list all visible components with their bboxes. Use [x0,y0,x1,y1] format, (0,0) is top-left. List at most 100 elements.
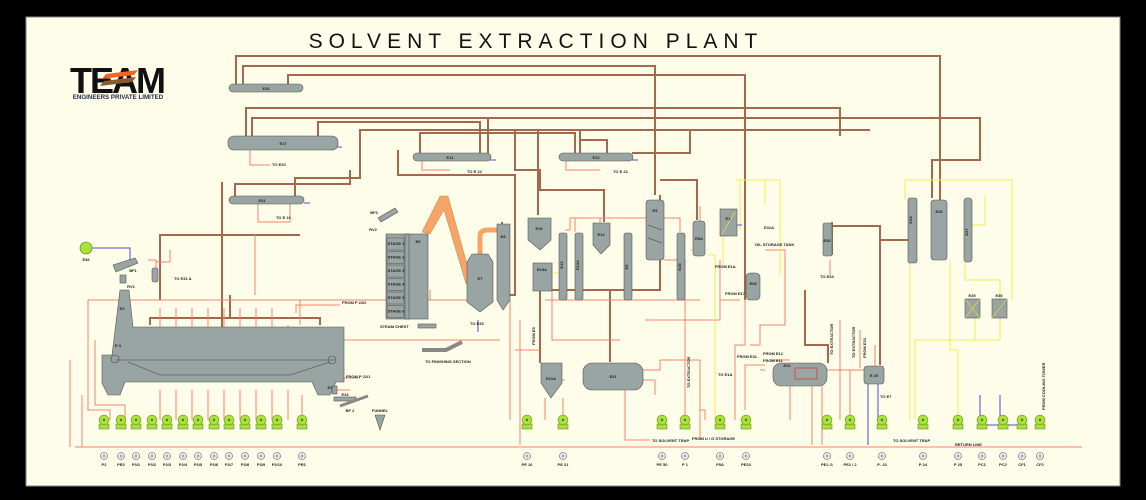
motor-starter[interactable]: P3/9 [257,452,266,468]
pump-icon[interactable] [239,414,251,430]
pump-icon[interactable] [656,414,668,430]
tank-e22[interactable]: E22 FROM E31 FROM E12 FROM E11 TO EXTRAC… [737,323,856,387]
pump-icon[interactable] [223,414,235,430]
tank-e15a[interactable]: E15A [532,262,553,292]
vessel-e10[interactable]: E10 [527,217,552,251]
pump-icon[interactable] [976,414,988,430]
pump-icon[interactable] [997,414,1009,430]
pump-icon[interactable] [192,414,204,430]
e30-label: E30 [823,238,831,243]
pump-icon[interactable] [115,414,127,430]
pump-icon[interactable] [521,414,533,430]
pump-icon[interactable] [876,414,888,430]
exchanger-e11[interactable]: E11 TO E 22 [412,152,492,174]
motor-starter[interactable]: P3/10 [272,452,283,468]
motor-starter[interactable]: PE20 [741,452,752,468]
pump-icon[interactable] [714,414,726,430]
motor-starter[interactable]: PE 16 [522,452,534,468]
pump-icon[interactable] [557,414,569,430]
motor-starter[interactable]: PR2 [117,452,126,468]
motor-starter[interactable]: P5A [716,452,724,468]
pump-icon[interactable] [161,414,173,430]
pump-icon[interactable] [917,414,929,430]
box-e1[interactable]: E1 FROM E1A [715,208,738,269]
note-from-p222: FROM P 22/2 [342,300,367,305]
motor-starter[interactable]: PE 50 [657,452,669,468]
motor-starter[interactable]: P3/5 [194,452,203,468]
motor-starter[interactable]: P 1 [681,452,689,468]
column-e13a[interactable]: E13A [574,232,584,301]
pump-icon[interactable] [296,414,308,430]
column-e24[interactable]: E24 [907,197,918,264]
vessel-e20[interactable]: E 20 FROM E33 TO E7 [862,337,892,399]
e12-label: E12 [592,155,600,160]
column-e13[interactable]: E13 [558,232,568,301]
motor-starter[interactable]: P3/3 [163,452,172,468]
motor-label: CF2 [1036,462,1044,467]
motor-starter[interactable]: PE 21 [558,452,570,468]
motor-starter[interactable]: P3/7 [225,452,234,468]
pump-icon[interactable] [679,414,691,430]
e13a-label: E13A [575,260,580,270]
note-to-e22: TO E 22 [467,169,483,174]
pump-icon[interactable] [271,414,283,430]
vessel-e14[interactable]: E14 [592,222,611,255]
pump-icon[interactable] [1016,414,1028,430]
pump-icon[interactable] [740,414,752,430]
e34-label: E34 [341,392,349,397]
motor-starter[interactable]: PC2 [999,452,1008,468]
pump-icon[interactable] [177,414,189,430]
pump-icon[interactable] [98,414,110,430]
pump-icon[interactable] [208,414,220,430]
pump-icon[interactable] [952,414,964,430]
motor-starter[interactable]: P- 23 [877,452,888,468]
motor-starter[interactable]: PE2 / 2 [843,452,857,468]
exchanger-e16[interactable]: E16 [228,83,304,93]
motor-starter[interactable]: PC1 [978,452,987,468]
column-e8[interactable]: E8 [496,223,511,311]
motor-starter[interactable]: P 24 [919,452,928,468]
hopper-e21a[interactable]: E21A FROM E5 [531,326,563,399]
motor-starter[interactable]: P3/1 [132,452,141,468]
fan-e36[interactable]: E36 [79,241,93,262]
column-e9[interactable]: E9 [623,232,633,301]
note-to-solvent-trap: TO SOLVENT TRAP [652,438,690,443]
motor-starter[interactable]: PE2 /1 [821,452,834,468]
column-e25[interactable]: E25 [676,232,686,301]
bf1-label: BF1 [129,268,137,273]
box-e35[interactable]: E35 [964,293,981,319]
vessel-e5a[interactable]: E5A [692,220,706,257]
motor-starter[interactable]: P3/4 [179,452,188,468]
pump-icon[interactable] [255,414,267,430]
e35-label: E35 [968,293,976,298]
pump-icon[interactable] [844,414,856,430]
note-to-e1a: TO E1A [718,372,732,377]
motor-starter[interactable]: CF2 [1036,452,1045,468]
pump-icon[interactable] [146,414,158,430]
pump-icon[interactable] [130,414,142,430]
funnel: FUNNEL [372,408,389,431]
motor-starter[interactable]: P3/2 [148,452,157,468]
exchanger-e17[interactable]: E17 TO E20 [227,135,339,167]
motor-starter[interactable]: CF1 [1018,452,1027,468]
extractor-e3[interactable]: E 3 E2 FROM P 22/2 FROM P 22/1 E4 E34 BF… [101,289,371,413]
vessel-e28[interactable]: E28 FROM E17 [725,272,761,301]
exchanger-e31[interactable]: E31 TO E 22 [228,195,305,220]
motor-starter[interactable]: PR1 [298,452,307,468]
motor-starter[interactable]: P3/8 [241,452,250,468]
motor-starter[interactable]: P 25 [954,452,963,468]
pump-icon[interactable] [821,414,833,430]
tank-e21[interactable]: E21 TO EXTRACTOR TO E1A [582,356,732,391]
exchanger-e12[interactable]: E12 TO E 22 [558,152,634,174]
motor-starter[interactable]: P2 [100,452,108,468]
motor-starter[interactable]: P3/6 [210,452,219,468]
column-e5[interactable]: E5 [645,199,665,261]
box-e36[interactable]: E36 [991,293,1008,319]
column-e30[interactable]: E30 TO E33 [820,222,834,279]
column-e27[interactable]: E27 [963,197,973,263]
pump-icon[interactable] [1034,414,1046,430]
column-e26[interactable]: E26 [930,199,948,261]
note-to-e22: TO E 22 [613,169,629,174]
bf2-label: BF 2 [346,408,355,413]
cyclone-e7[interactable]: E7 TO E33 [466,253,494,326]
